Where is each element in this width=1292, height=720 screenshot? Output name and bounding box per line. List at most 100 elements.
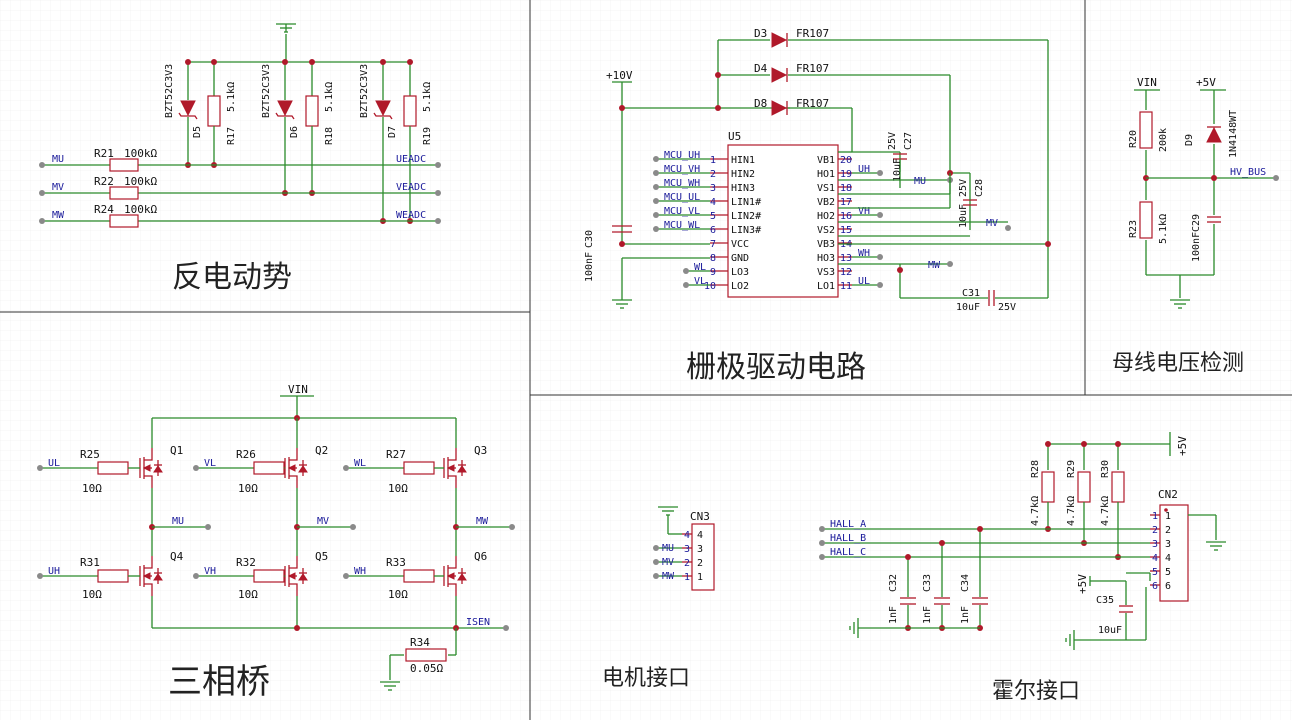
pin-name: VS2 <box>817 225 835 236</box>
drain <box>289 556 298 569</box>
pin-number: 3 <box>1152 539 1158 550</box>
zener-ref: D6 <box>289 126 300 138</box>
res-value: 10Ω <box>82 482 102 495</box>
drain <box>289 448 298 461</box>
cn3-ref: CN3 <box>690 510 710 523</box>
res-ref: R19 <box>422 127 433 145</box>
junction <box>380 59 386 65</box>
three-phase-section: VIN MUULR2510ΩQ1UHR3110ΩQ4MVVLR2610ΩQ2VH… <box>37 383 515 702</box>
net-port <box>343 573 349 579</box>
c28-value: 10uF <box>958 204 969 228</box>
net-port <box>819 554 825 560</box>
pin-number: 1 <box>684 572 690 583</box>
res-ref: R25 <box>80 448 100 461</box>
diode-d3 <box>771 32 788 48</box>
cn2-connector <box>1159 504 1189 602</box>
pin-name: 2 <box>697 558 703 569</box>
zener-value: BZT52C3V3 <box>359 64 370 118</box>
res-ref: R18 <box>324 127 335 145</box>
res-ref: R30 <box>1100 460 1111 478</box>
res-value: 10Ω <box>238 588 258 601</box>
pin-number: 8 <box>710 253 716 264</box>
net-port <box>37 465 43 471</box>
net-label: UH <box>858 164 870 175</box>
net-label: VH <box>858 206 870 217</box>
c28-ref: C28 <box>974 179 985 197</box>
resistor <box>97 461 129 475</box>
net-label: MW <box>662 571 675 582</box>
pin-number: 9 <box>710 267 716 278</box>
junction <box>905 554 911 560</box>
net-port <box>877 254 883 260</box>
net-port <box>653 156 659 162</box>
r24-ref: R24 <box>94 203 114 216</box>
d3-value: FR107 <box>796 27 829 40</box>
pin-name: HIN3 <box>731 183 755 194</box>
body-diode <box>298 465 308 473</box>
mosfet-q2 <box>284 448 308 488</box>
net-label: MV <box>662 557 674 568</box>
bridge-vin: VIN <box>288 383 308 396</box>
cap-value: 1nF <box>922 606 933 624</box>
bus-5v: +5V <box>1196 76 1216 89</box>
c30-ref: C30 <box>584 230 595 248</box>
net-port <box>343 465 349 471</box>
junction <box>1115 441 1121 447</box>
res-value: 5.1kΩ <box>422 82 433 112</box>
pin-name: 4 <box>1165 553 1171 564</box>
drain <box>144 556 153 569</box>
net-label: HALL_B <box>830 533 866 544</box>
pin-name: 1 <box>697 572 703 583</box>
d4-ref: D4 <box>754 62 768 75</box>
pin-name: 4 <box>697 530 703 541</box>
junction <box>309 59 315 65</box>
r21-value: 100kΩ <box>124 147 157 160</box>
zener-d6 <box>277 100 293 117</box>
net-label: UL <box>858 276 870 287</box>
section-title-back-emf: 反电动势 <box>172 260 292 295</box>
source <box>448 475 457 488</box>
net-gate-mw: MW <box>928 260 941 271</box>
d9-ref: D9 <box>1184 134 1195 146</box>
junction <box>977 526 983 532</box>
pin-name: HIN1 <box>731 155 755 166</box>
section-title-gate-drive: 栅极驱动电路 <box>686 350 866 385</box>
res-value: 4.7kΩ <box>1066 496 1077 526</box>
net-port <box>877 170 883 176</box>
section-title-bus-voltage: 母线电压检测 <box>1112 351 1244 376</box>
pin-name: 5 <box>1165 567 1171 578</box>
pin-number: 17 <box>840 197 852 208</box>
pin-number: 4 <box>684 530 690 541</box>
net-veadc: VEADC <box>396 182 426 193</box>
cn2-ref: CN2 <box>1158 488 1178 501</box>
zener-bar <box>373 112 393 120</box>
junction <box>211 59 217 65</box>
cap-value: 1nF <box>960 606 971 624</box>
resistor <box>253 569 285 583</box>
r23-ref: R23 <box>1128 220 1139 238</box>
net-port <box>877 212 883 218</box>
net-weadc: WEADC <box>396 210 426 221</box>
net-label: VH <box>204 566 216 577</box>
r34-ref: R34 <box>410 636 430 649</box>
zener-d7 <box>375 100 391 117</box>
pin-number: 4 <box>1152 553 1158 564</box>
resistor-r18 <box>305 95 319 127</box>
drain <box>448 448 457 461</box>
pin-name: HO2 <box>817 211 835 222</box>
res-ref: R32 <box>236 556 256 569</box>
pin-name: LO1 <box>817 281 835 292</box>
pin-name: VS3 <box>817 267 835 278</box>
pin-number: 6 <box>710 225 716 236</box>
net-port <box>819 526 825 532</box>
pin-number: 15 <box>840 225 852 236</box>
c31-value: 10uF <box>956 302 980 313</box>
r23-value: 5.1kΩ <box>1158 214 1169 244</box>
drain <box>448 556 457 569</box>
c29-value: 100nF <box>1191 232 1202 262</box>
pin-number: 10 <box>704 281 716 292</box>
junction <box>282 59 288 65</box>
